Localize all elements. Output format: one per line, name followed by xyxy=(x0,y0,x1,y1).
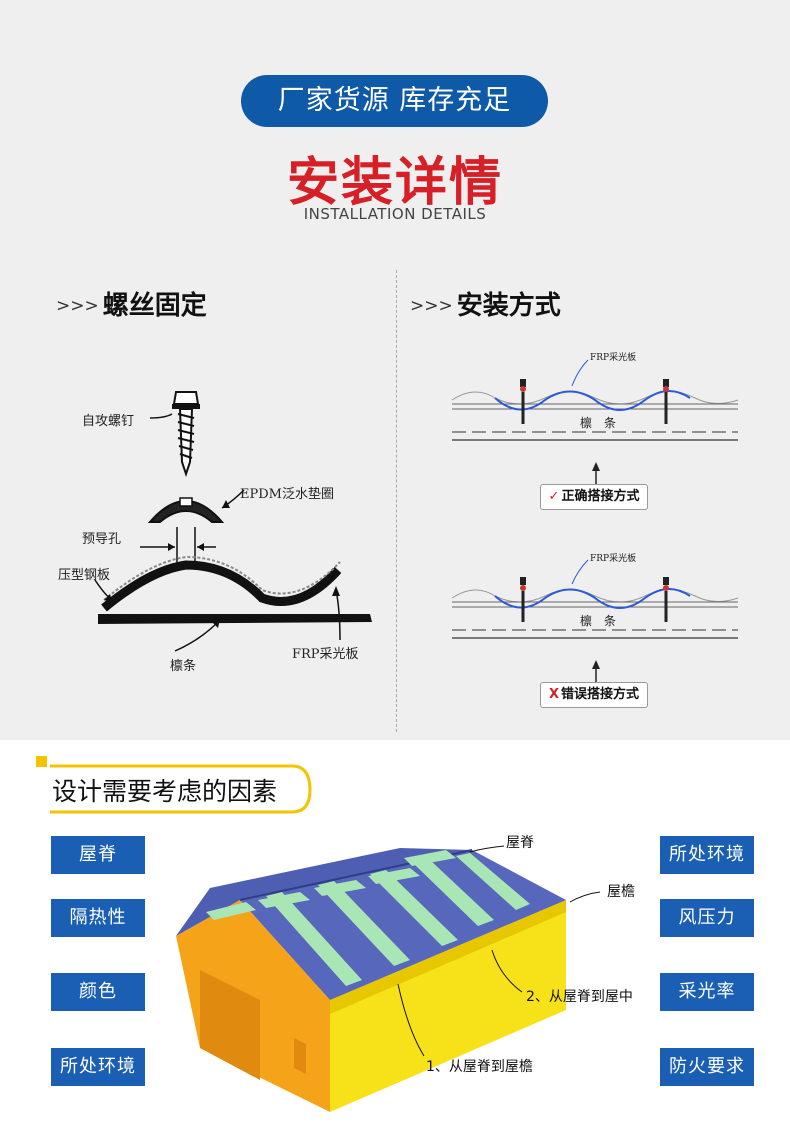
factor-fire-button[interactable]: 防火要求 xyxy=(660,1048,754,1086)
label-eave: 屋檐 xyxy=(607,884,635,900)
screw-mark xyxy=(520,577,526,622)
heading-arrows: >>> xyxy=(410,296,453,316)
installation-details-section: 厂家货源 库存充足 安装详情 INSTALLATION DETAILS >>>螺… xyxy=(0,0,790,740)
title-accent-square xyxy=(36,756,47,767)
page-title: 安装详情 xyxy=(286,153,503,213)
screw-mark xyxy=(663,379,669,424)
heading-frame xyxy=(50,764,312,814)
stock-banner-pill: 厂家货源 库存充足 xyxy=(241,75,548,127)
label-frp-top: FRP采光板 xyxy=(590,353,637,363)
install-method-title: 安装方式 xyxy=(456,291,561,321)
design-factors-heading: 设计需要考虑的因素 xyxy=(48,760,316,818)
label-ridge-to-middle: 2、从屋脊到屋中 xyxy=(526,989,633,1005)
page-subtitle: INSTALLATION DETAILS xyxy=(303,205,487,223)
wrong-lap-label: 错误搭接方式 xyxy=(561,687,640,702)
label-purlin: 檩条 xyxy=(170,659,197,674)
label-pilot-hole: 预导孔 xyxy=(82,532,122,547)
screw-mark xyxy=(520,379,526,424)
label-frp-bottom: FRP采光板 xyxy=(590,554,637,564)
label-steel-sheet: 压型钢板 xyxy=(58,568,111,583)
factor-color-button[interactable]: 颜色 xyxy=(51,973,145,1011)
correct-lap-diagram xyxy=(451,359,739,484)
factor-wind-pressure-button[interactable]: 风压力 xyxy=(660,899,754,937)
correct-lap-label: 正确搭接方式 xyxy=(561,489,640,504)
roof-back xyxy=(176,848,472,936)
label-epdm-washer: EPDM泛水垫圈 xyxy=(240,487,334,502)
screw-fixing-title: 螺丝固定 xyxy=(102,291,207,321)
factor-environment-right-button[interactable]: 所处环境 xyxy=(660,836,754,874)
skylight-strips xyxy=(206,850,530,986)
screw-diagram xyxy=(94,391,372,652)
check-icon: ✓ xyxy=(548,489,560,504)
side-wall xyxy=(330,900,566,1112)
factor-insulation-button[interactable]: 隔热性 xyxy=(51,899,145,937)
heading-arrows: >>> xyxy=(56,296,99,316)
label-ridge-to-eave: 1、从屋脊到屋檐 xyxy=(426,1059,533,1075)
small-door xyxy=(294,1038,306,1074)
section-divider xyxy=(396,270,397,732)
label-frp-panel: FRP采光板 xyxy=(292,647,359,662)
factor-environment-button[interactable]: 所处环境 xyxy=(51,1048,145,1086)
install-method-heading: >>>安装方式 xyxy=(410,285,561,322)
door xyxy=(200,970,260,1080)
design-factors-title: 设计需要考虑的因素 xyxy=(52,777,278,806)
screw-mark xyxy=(663,577,669,622)
cross-icon: X xyxy=(548,687,559,702)
screw-fixing-heading: >>>螺丝固定 xyxy=(56,285,207,322)
factor-ridge-button[interactable]: 屋脊 xyxy=(51,836,145,874)
correct-lap-badge: ✓正确搭接方式 xyxy=(540,484,648,510)
installation-diagrams xyxy=(94,359,739,682)
label-purlin-top: 檩 条 xyxy=(580,416,617,430)
label-self-tapping-screw: 自攻螺钉 xyxy=(82,414,135,429)
label-purlin-bottom: 檩 条 xyxy=(580,614,617,628)
factor-light-rate-button[interactable]: 采光率 xyxy=(660,973,754,1011)
wrong-lap-diagram xyxy=(451,559,739,682)
label-ridge: 屋脊 xyxy=(506,835,534,851)
